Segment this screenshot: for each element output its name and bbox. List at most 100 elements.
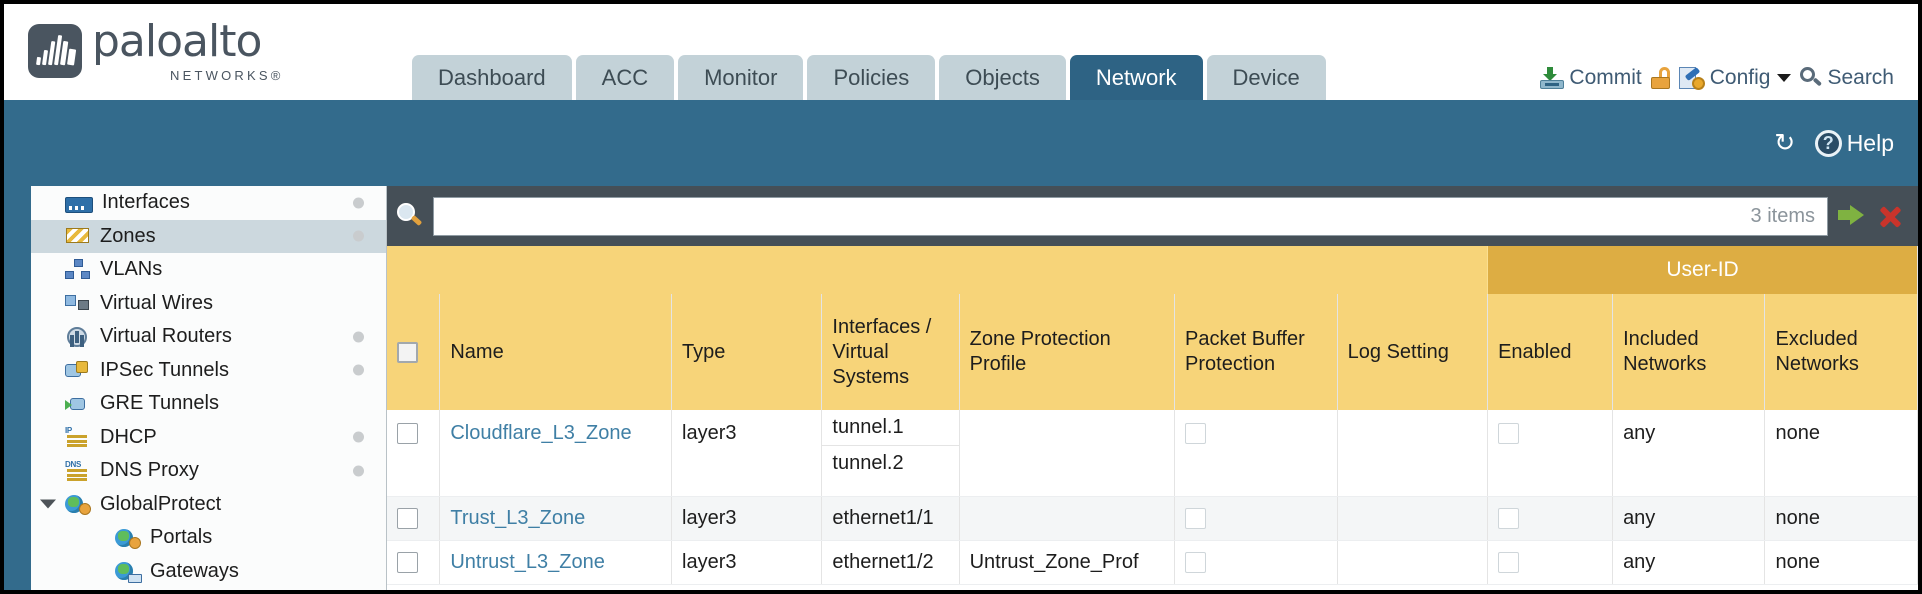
filter-input[interactable] — [434, 197, 1751, 235]
zone-name-link[interactable]: Cloudflare_L3_Zone — [450, 422, 632, 444]
gateways-icon — [115, 560, 142, 584]
cell-packet-buffer-protection — [1174, 410, 1338, 497]
sidebar-item-globalprotect[interactable]: GlobalProtect — [31, 488, 386, 522]
group-header-user-id: User-ID — [1487, 246, 1918, 294]
col-header-name[interactable]: Name — [439, 294, 673, 410]
sidebar-item-gre-tunnels[interactable]: GRE Tunnels — [31, 387, 386, 421]
table-row[interactable]: Cloudflare_L3_Zone layer3 tunnel.1 tunne… — [387, 410, 1918, 497]
sidebar-item-dns-proxy[interactable]: DNS DNS Proxy — [31, 454, 386, 488]
cell-type: layer3 — [671, 496, 823, 541]
sidebar-status-dot — [353, 465, 364, 477]
zone-name-link[interactable]: Trust_L3_Zone — [450, 506, 586, 529]
cell-zone-protection-profile: Untrust_Zone_Prof — [959, 540, 1176, 585]
sidebar-label: DHCP — [100, 425, 157, 448]
packet-buffer-checkbox[interactable] — [1185, 423, 1207, 445]
col-header-excluded-networks[interactable]: Excluded Networks — [1764, 294, 1918, 410]
cell-interfaces: ethernet1/2 — [821, 540, 960, 585]
sidebar-label: GlobalProtect — [100, 492, 222, 515]
app-header: paloalto NETWORKS® Dashboard ACC Monitor… — [4, 4, 1918, 100]
brand-name: paloalto — [92, 16, 262, 67]
tab-monitor[interactable]: Monitor — [678, 55, 804, 100]
tab-dashboard[interactable]: Dashboard — [412, 55, 572, 100]
tab-objects[interactable]: Objects — [939, 55, 1066, 100]
cell-included-networks: any — [1612, 496, 1766, 541]
cell-interfaces: ethernet1/1 — [821, 496, 960, 541]
filter-toolbar: 3 items — [387, 186, 1918, 246]
sidebar-status-dot — [353, 331, 364, 343]
packet-buffer-checkbox[interactable] — [1185, 551, 1207, 573]
sidebar-item-dhcp[interactable]: IP DHCP — [31, 421, 386, 455]
table-row[interactable]: Trust_L3_Zone layer3 ethernet1/1 any non… — [387, 496, 1918, 541]
sidebar-label: GRE Tunnels — [100, 392, 219, 415]
sidebar-item-vlans[interactable]: VLANs — [31, 253, 386, 287]
user-id-enabled-checkbox[interactable] — [1498, 551, 1520, 573]
dhcp-icon: IP — [65, 426, 91, 448]
dhcp-badge: IP — [65, 426, 72, 436]
group-header-row: User-ID — [387, 246, 1918, 294]
col-header-included-networks[interactable]: Included Networks — [1612, 294, 1766, 410]
padlock-icon[interactable] — [1650, 67, 1670, 89]
search-button[interactable]: Search — [1800, 66, 1894, 90]
sidebar-label: Zones — [100, 224, 156, 247]
commit-icon — [1540, 67, 1565, 89]
packet-buffer-checkbox[interactable] — [1185, 507, 1207, 529]
config-label: Config — [1709, 66, 1771, 89]
cell-packet-buffer-protection — [1174, 540, 1338, 585]
config-menu[interactable]: Config — [1678, 66, 1792, 90]
ipsec-tunnels-icon — [65, 359, 91, 381]
col-header-zone-protection-profile[interactable]: Zone Protection Profile — [959, 294, 1176, 410]
zone-name-link[interactable]: Untrust_L3_Zone — [450, 550, 605, 573]
cell-packet-buffer-protection — [1174, 496, 1338, 541]
cell-interfaces: tunnel.1 tunnel.2 — [821, 410, 960, 497]
clear-filter-icon[interactable] — [1876, 202, 1904, 230]
sidebar-item-virtual-wires[interactable]: Virtual Wires — [31, 287, 386, 321]
question-mark-icon: ? — [1814, 129, 1842, 157]
search-icon — [1800, 67, 1823, 89]
col-header-enabled[interactable]: Enabled — [1487, 294, 1614, 410]
config-icon — [1678, 66, 1705, 90]
col-header-packet-buffer-protection[interactable]: Packet Buffer Protection — [1174, 294, 1338, 410]
row-checkbox[interactable] — [397, 551, 418, 573]
tab-network[interactable]: Network — [1069, 55, 1203, 100]
filter-field-wrapper[interactable]: 3 items — [433, 196, 1828, 236]
refresh-icon[interactable]: ↻ — [1774, 129, 1796, 157]
sidebar-column: Interfaces Zones VLANs Virtual Wir — [4, 186, 387, 590]
cell-user-id-enabled — [1487, 410, 1614, 497]
tab-acc[interactable]: ACC — [575, 55, 675, 100]
cell-included-networks: any — [1612, 540, 1766, 585]
body-area: Interfaces Zones VLANs Virtual Wir — [4, 186, 1918, 590]
globalprotect-icon — [65, 493, 91, 516]
col-header-interfaces[interactable]: Interfaces / Virtual Systems — [821, 294, 960, 410]
row-checkbox[interactable] — [397, 507, 418, 529]
sidebar-label: IPSec Tunnels — [100, 358, 229, 381]
sidebar-item-virtual-routers[interactable]: Virtual Routers — [31, 320, 386, 354]
chevron-down-icon[interactable] — [40, 499, 56, 509]
row-select-cell — [387, 410, 441, 497]
tab-policies[interactable]: Policies — [807, 55, 936, 100]
sidebar-item-portals[interactable]: Portals — [31, 521, 386, 555]
filter-search-icon[interactable] — [397, 203, 423, 229]
user-id-enabled-checkbox[interactable] — [1498, 507, 1520, 529]
apply-filter-icon[interactable] — [1838, 202, 1866, 230]
virtual-routers-icon — [65, 326, 91, 348]
commit-button[interactable]: Commit — [1540, 66, 1642, 90]
sidebar-item-zones[interactable]: Zones — [31, 219, 386, 253]
user-id-enabled-checkbox[interactable] — [1498, 423, 1520, 445]
cell-zone-protection-profile — [959, 410, 1176, 497]
table-row[interactable]: Untrust_L3_Zone layer3 ethernet1/2 Untru… — [387, 540, 1918, 585]
cell-log-setting — [1337, 496, 1489, 541]
commit-label: Commit — [1569, 66, 1642, 89]
tab-device[interactable]: Device — [1206, 55, 1326, 100]
col-header-type[interactable]: Type — [671, 294, 823, 410]
col-header-log-setting[interactable]: Log Setting — [1337, 294, 1489, 410]
zones-table-container[interactable]: User-ID Name Type Interfaces / Virtual — [387, 246, 1918, 590]
sidebar-item-ipsec-tunnels[interactable]: IPSec Tunnels — [31, 354, 386, 388]
cell-name: Untrust_L3_Zone — [439, 540, 673, 585]
row-checkbox[interactable] — [397, 423, 418, 445]
sidebar-status-dot — [353, 431, 364, 443]
select-all-checkbox[interactable] — [397, 341, 418, 363]
sidebar-label: VLANs — [100, 258, 163, 281]
sidebar-item-interfaces[interactable]: Interfaces — [31, 186, 386, 220]
help-button[interactable]: ? Help — [1814, 129, 1894, 157]
sidebar-item-gateways[interactable]: Gateways — [31, 555, 386, 589]
